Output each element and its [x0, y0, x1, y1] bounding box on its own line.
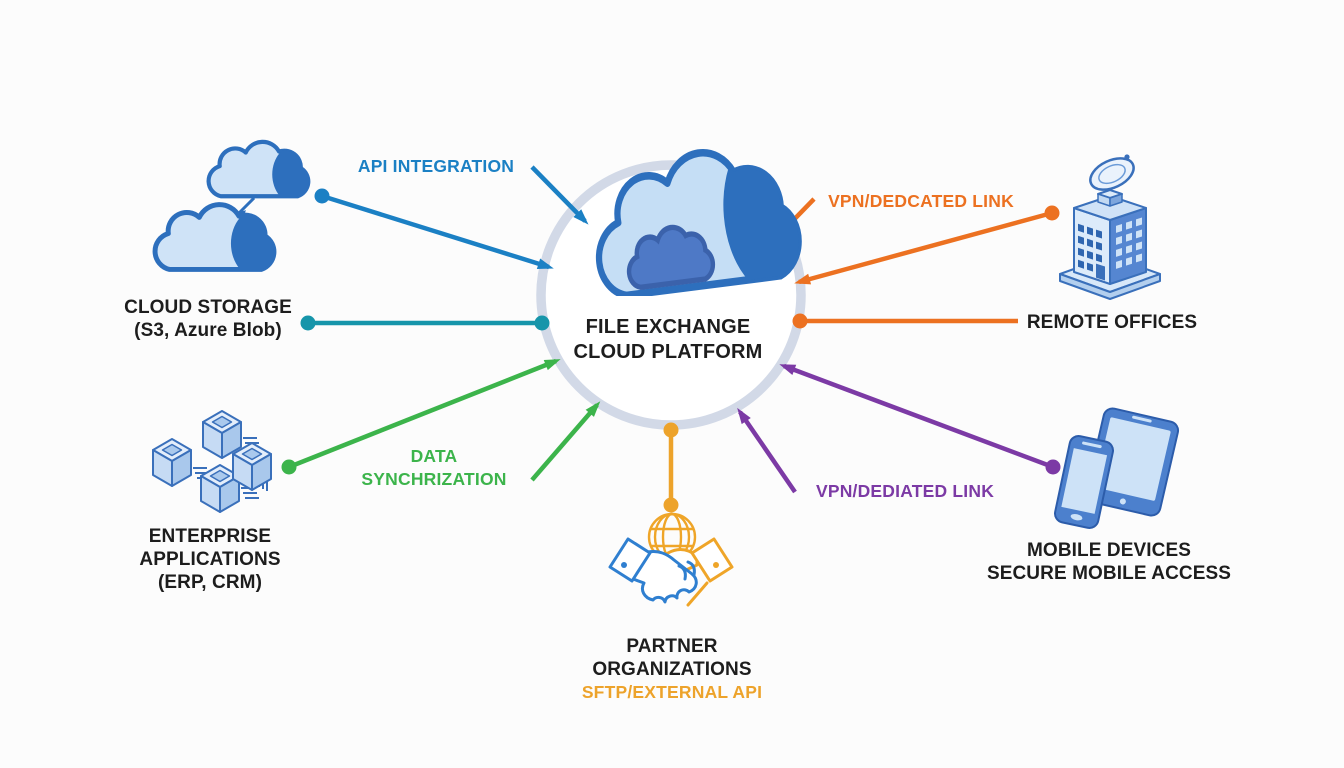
partner-orgs-label: PARTNER ORGANIZATIONS SFTP/EXTERNAL API: [582, 635, 762, 704]
api-integration-label: API INTEGRATION: [357, 156, 515, 176]
cloud-storage-label: CLOUD STORAGE (S3, Azure Blob): [124, 296, 292, 342]
phone: [1054, 435, 1114, 529]
tablet: [1084, 407, 1180, 517]
cloud-icon: [582, 144, 816, 296]
connection-vpn2-label-pointer: [737, 407, 797, 494]
remote-offices-name: REMOTE OFFICES: [1026, 312, 1198, 333]
connection-sync-label-pointer: [530, 401, 601, 482]
mobile-devices-label: MOBILE DEVICES SECURE MOBILE ACCESS: [987, 539, 1231, 585]
cloud-storage-name: CLOUD STORAGE: [124, 297, 292, 318]
enterprise-apps-detail: (ERP, CRM): [157, 572, 263, 593]
hand-left: [608, 537, 698, 604]
enterprise-apps-label: ENTERPRISE APPLICATIONS (ERP, CRM): [139, 525, 280, 594]
partner-orgs-name1: PARTNER: [626, 636, 718, 657]
platform-title-line1: FILE EXCHANGE: [585, 316, 751, 338]
connection-storage-to-platform: [300, 315, 550, 331]
satellite-dish: [1089, 154, 1135, 191]
data-synchrization-line1: DATA: [410, 446, 458, 466]
connection-remote-to-platform: [794, 205, 1060, 285]
connection-enterprise-to-platform: [281, 358, 561, 475]
mobile-devices-name: MOBILE DEVICES: [1027, 540, 1191, 561]
connection-lines: [281, 165, 1061, 513]
cloud-storage-detail: (S3, Azure Blob): [134, 320, 282, 341]
mobile-devices-detail: SECURE MOBILE ACCESS: [986, 563, 1232, 584]
connection-storage-to-platform-api: [314, 188, 554, 270]
platform-title-line2: CLOUD PLATFORM: [573, 341, 763, 363]
app-cubes-icon: [152, 410, 272, 513]
mobile-tablet-icon: [1054, 407, 1180, 529]
vpn-dedcated-link-label: VPN/DEDCATED LINK: [828, 191, 1014, 211]
enterprise-apps-name1: ENTERPRISE: [148, 526, 272, 547]
connection-platform-to-remote: [792, 313, 1018, 329]
connection-partner-to-platform: [663, 422, 679, 513]
building-windows-front: [1078, 223, 1105, 281]
vpn-dediated-link-label: VPN/DEDIATED LINK: [815, 481, 995, 501]
office-building-icon: [1059, 154, 1161, 300]
data-synchrization-line2: SYNCHRIZATION: [361, 469, 507, 489]
connection-mobile-to-platform: [779, 363, 1061, 475]
building-door: [1096, 263, 1105, 281]
connection-api-label-pointer: [530, 165, 589, 225]
partner-orgs-protocol: SFTP/EXTERNAL API: [581, 682, 763, 702]
platform-title: FILE EXCHANGE CLOUD PLATFORM: [573, 315, 762, 365]
remote-offices-label: REMOTE OFFICES: [1027, 311, 1197, 334]
handshake-globe-icon: [608, 512, 734, 607]
partner-orgs-name2: ORGANIZATIONS: [592, 659, 752, 680]
data-synchrization-label: DATA SYNCHRIZATION: [361, 445, 506, 491]
building-windows-side: [1116, 217, 1142, 269]
enterprise-apps-name2: APPLICATIONS: [139, 549, 281, 570]
cloud-sync-icon: [146, 136, 318, 294]
